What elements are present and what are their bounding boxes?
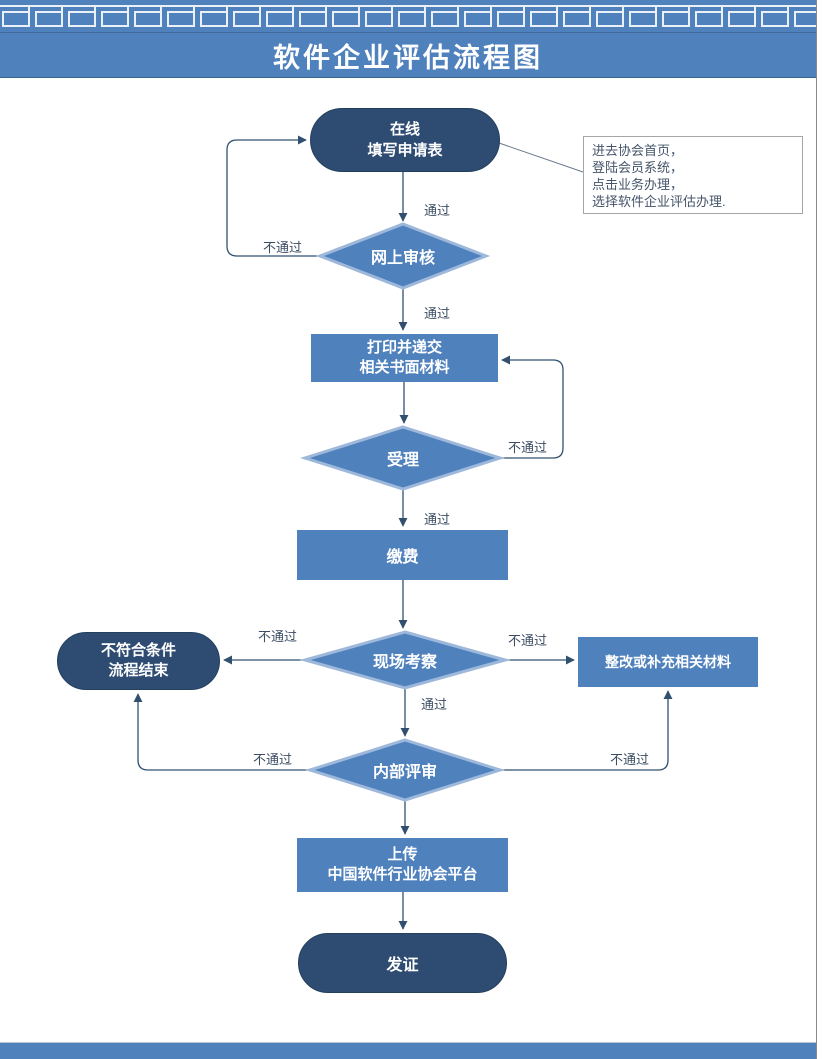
note-instructions: 进去协会首页， 登陆会员系统， 点击业务办理， 选择软件企业评估办理. (583, 136, 803, 214)
edge-label-fail-6: 不通过 (610, 752, 650, 767)
diamond-label-site-visit: 现场考察 (372, 654, 437, 671)
edge-label-fail-5: 不通过 (253, 752, 293, 767)
edge-label-fail-2: 不通过 (508, 440, 548, 455)
diamond-online-review (315, 222, 491, 290)
edge-label-pass-2: 通过 (424, 306, 451, 321)
diamond-label-online-review: 网上审核 (370, 250, 435, 267)
node-start-terminator: 在线 填写申请表 (310, 108, 500, 172)
node-print-submit: 打印并递交 相关书面材料 (311, 334, 498, 382)
diamond-label-internal-review: 内部评审 (372, 764, 437, 781)
edge-label-pass-4: 通过 (421, 697, 448, 712)
arrow-internal-fail-right (500, 690, 673, 771)
arrow-internal-fail-left (133, 693, 310, 771)
node-rectify-materials: 整改或补充相关材料 (578, 637, 758, 687)
arrow-review-fail-loop (226, 135, 320, 257)
edge-label-fail-4: 不通过 (508, 633, 548, 648)
edge-label-fail-1: 不通过 (263, 240, 303, 255)
decorative-border-band (0, 0, 816, 32)
diamond-label-accept: 受理 (386, 452, 419, 469)
node-not-qualified-terminator: 不符合条件 流程结束 (57, 632, 220, 690)
diamond-internal-review (305, 738, 505, 802)
diamond-accept (300, 425, 505, 491)
node-certificate-terminator: 发证 (298, 933, 507, 993)
arrow-accept-fail-loop (500, 355, 564, 459)
node-pay: 缴费 (297, 530, 508, 580)
diamond-site-visit (299, 630, 511, 690)
edge-label-fail-3: 不通过 (258, 629, 298, 644)
footer-bar (0, 1042, 816, 1059)
page-title: 软件企业评估流程图 (273, 42, 543, 73)
edge-label-pass-3: 通过 (424, 512, 451, 527)
title-bar: 软件企业评估流程图 (0, 32, 816, 78)
note-connector-line (498, 142, 584, 173)
edge-label-pass-1: 通过 (424, 203, 451, 218)
meander-pattern-icon (0, 0, 816, 32)
node-upload-platform: 上传 中国软件行业协会平台 (297, 838, 508, 892)
